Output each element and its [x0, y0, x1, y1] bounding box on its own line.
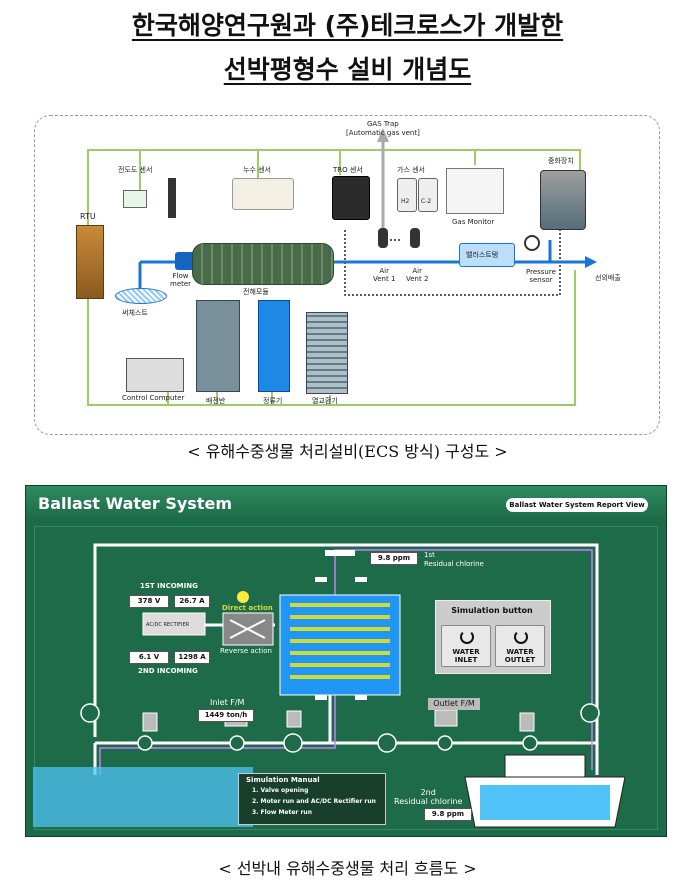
chlorine-2nd-label: 2nd Residual chlorine: [394, 788, 463, 806]
control-computer-label: Control Computer: [122, 394, 185, 402]
air-vent-2-label: Air Vent 2: [406, 267, 429, 283]
incoming-2nd-label: 2ND INCOMING: [138, 667, 198, 675]
manual-title: Simulation Manual: [246, 776, 320, 784]
power-icon: [460, 630, 474, 644]
conductivity-sensor-device: [123, 190, 147, 208]
simulation-title: Simulation button: [451, 606, 533, 615]
rtu-cabinet: [76, 225, 104, 299]
air-vent-1-device: [378, 228, 388, 248]
gas-monitor-label: Gas Monitor: [452, 218, 495, 226]
ballast-tank-device: [459, 243, 515, 267]
overboard-label: 선외배출: [595, 274, 621, 282]
direct-action-label[interactable]: Direct action: [222, 604, 273, 612]
air-vent-2-device: [410, 228, 420, 248]
ballast-piping: [33, 543, 626, 828]
neutralizer-label: 중화장치: [548, 157, 574, 165]
strainer-device: [115, 288, 167, 304]
ballast-tank-label: 밸러스트탱: [466, 251, 499, 259]
neutralizer-device: [540, 170, 586, 230]
chlorine-1st-label: 1st Residual chlorine: [424, 551, 484, 568]
gas-sensor-h2: [397, 178, 417, 212]
heat-exchanger-device: [306, 312, 348, 394]
heat-exchanger-label: 열교환기: [312, 397, 338, 405]
flow-meter-device: [175, 252, 195, 270]
gas-trap-label: GAS Trap: [367, 120, 399, 128]
reverse-action-label[interactable]: Reverse action: [220, 647, 272, 655]
leak-sensor-device: [232, 178, 294, 210]
manual-item-3: 3. Flow Meter run: [252, 809, 312, 816]
report-view-button[interactable]: Ballast Water System Report View: [506, 498, 648, 512]
rectifier-label: 정류기: [263, 397, 283, 405]
ecs-caption: < 유해수중생물 처리설비(ECS 방식) 구성도 >: [187, 442, 508, 461]
inlet-fm-value: 1449 ton/h: [198, 709, 254, 722]
water-inlet-button[interactable]: WATER INLET: [441, 625, 491, 667]
manual-item-2: 2. Moter run and AC/DC Rectifier run: [252, 798, 376, 805]
electrolyzer-module: [192, 243, 334, 285]
rectifier-box-label: AC/DC RECTIFIER: [146, 622, 190, 628]
water-inlet-label: WATER INLET: [452, 648, 480, 664]
conductivity-probe: [168, 178, 176, 218]
gas-trap-sub-label: [Automatic gas vent]: [346, 129, 420, 137]
rtu-label: RTU: [80, 212, 96, 221]
incoming-2nd-voltage: 6.1 V: [129, 651, 169, 664]
chlorine-2nd-value: 9.8 ppm: [424, 808, 472, 821]
gas-sensor-h2-label: H2: [401, 198, 410, 205]
power-icon: [514, 630, 528, 644]
gas-sensor-label: 가스 센서: [397, 166, 425, 174]
pressure-sensor-label: Pressure sensor: [526, 268, 556, 284]
incoming-2nd-current: 1298 A: [174, 651, 210, 664]
conductivity-sensor-label: 전도도 센서: [118, 166, 153, 174]
flow-meter-label: Flow meter: [170, 272, 192, 288]
page-title-line-1: 한국해양연구원과 (주)테크로스가 개발한: [131, 11, 564, 40]
manual-item-1: 1. Valve opening: [252, 787, 309, 794]
distribution-panel-device: [196, 300, 240, 392]
outlet-fm-label: Outlet F/M: [428, 698, 480, 710]
rectifier-device: [258, 300, 290, 392]
tro-sensor-device: [332, 176, 370, 220]
page-title-line-2: 선박평형수 설비 개념도: [223, 55, 472, 84]
strainer-label: 써체스트: [122, 309, 148, 317]
pressure-gauge-icon: [524, 235, 540, 251]
simulation-manual: [238, 773, 386, 825]
water-outlet-label: WATER OUTLET: [504, 648, 536, 664]
incoming-1st-current: 26.7 A: [174, 595, 210, 608]
panel-title: Ballast Water System: [38, 494, 232, 513]
chlorine-1st-value: 9.8 ppm: [370, 552, 418, 565]
tro-sensor-label: TRO 센서: [333, 166, 363, 174]
inlet-fm-label: Inlet F/M: [210, 698, 245, 707]
ecs-diagram: [34, 115, 660, 435]
air-vent-1-label: Air Vent 1: [373, 267, 396, 283]
panel-frame: [34, 526, 658, 830]
gas-sensor-cl2-label: C-2: [421, 198, 432, 205]
incoming-1st-label: 1ST INCOMING: [140, 582, 198, 590]
gas-sensor-cl2: [418, 178, 438, 212]
control-computer-device: [126, 358, 184, 392]
flow-caption: < 선박내 유해수중생물 처리 흐름도 >: [218, 859, 477, 878]
electrolyzer-label: 전해모듈: [243, 288, 269, 296]
water-outlet-button[interactable]: WATER OUTLET: [495, 625, 545, 667]
gas-monitor-device: [446, 168, 504, 214]
leak-sensor-label: 누수 센서: [243, 166, 271, 174]
distribution-panel-label: 배전반: [206, 397, 226, 405]
incoming-1st-voltage: 378 V: [129, 595, 169, 608]
